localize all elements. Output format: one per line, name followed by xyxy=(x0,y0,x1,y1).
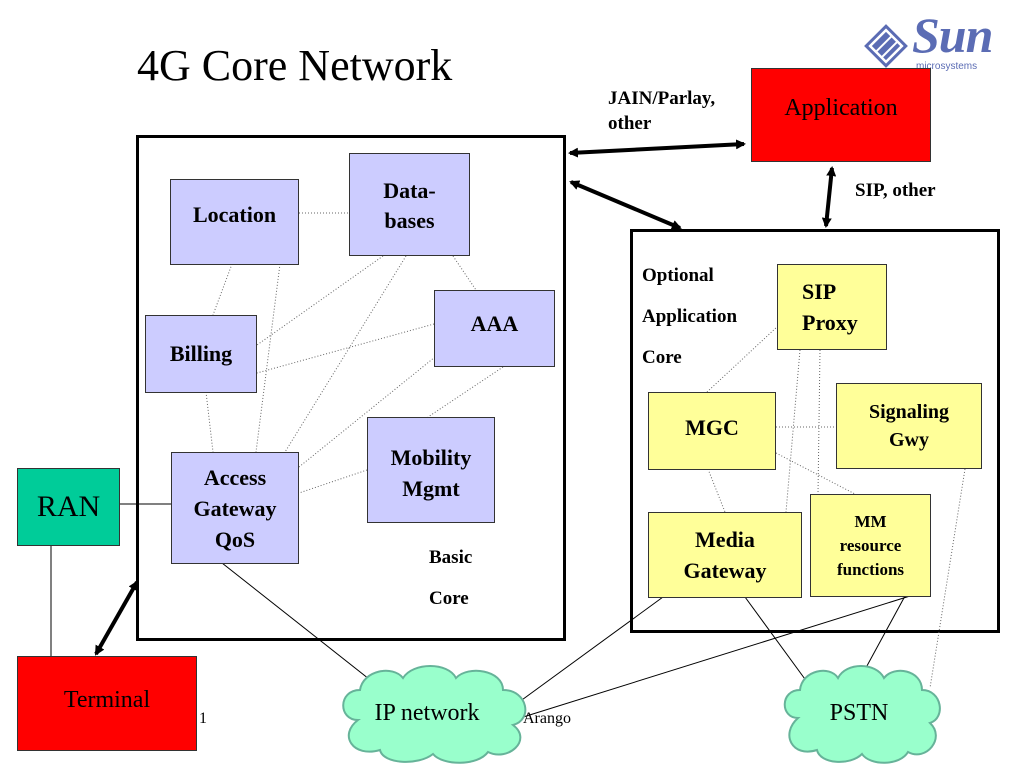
pstn-label: PSTN xyxy=(829,700,889,726)
sun-logo-wordmark: Sun xyxy=(912,7,993,63)
mgc-box: MGC xyxy=(648,392,776,470)
solid-links xyxy=(50,503,911,719)
footer-left-fragment: 1 xyxy=(199,710,207,727)
basic-core-links xyxy=(205,212,504,494)
application-box: Application xyxy=(751,68,931,162)
access-gateway-box: Access Gateway QoS xyxy=(171,452,299,564)
databases-box: Data- bases xyxy=(349,153,470,256)
media-gateway-box: Media Gateway xyxy=(648,512,802,598)
interface-arrows xyxy=(94,139,837,656)
footer-right-fragment: Arango xyxy=(523,710,571,727)
sip-other-label: SIP, other xyxy=(855,180,936,201)
basic-core-label: Basic Core xyxy=(429,547,473,609)
mm-resource-functions-box: MM resource functions xyxy=(810,494,931,597)
ip-network-cloud xyxy=(342,665,527,764)
billing-box: Billing xyxy=(145,315,257,393)
terminal-box: Terminal xyxy=(17,656,197,751)
page-title: 4G Core Network xyxy=(137,41,453,90)
sun-logo-subtitle: microsystems xyxy=(916,61,978,72)
location-box: Location xyxy=(170,179,299,265)
sip-proxy-box: SIP Proxy xyxy=(777,264,887,350)
mobility-mgmt-box: Mobility Mgmt xyxy=(367,417,495,523)
optional-core-links xyxy=(706,325,966,689)
pstn-cloud xyxy=(783,665,941,764)
aaa-box: AAA xyxy=(434,290,555,367)
ran-box: RAN xyxy=(17,468,120,546)
optional-core-label: Optional Application Core xyxy=(642,265,738,368)
sun-logo-mark-icon xyxy=(864,24,908,68)
ip-network-label: IP network xyxy=(374,700,480,726)
signaling-gwy-box: Signaling Gwy xyxy=(836,383,982,469)
jain-parlay-label: JAIN/Parlay, other xyxy=(608,88,716,134)
sun-logo: Sun microsystems xyxy=(858,7,998,76)
